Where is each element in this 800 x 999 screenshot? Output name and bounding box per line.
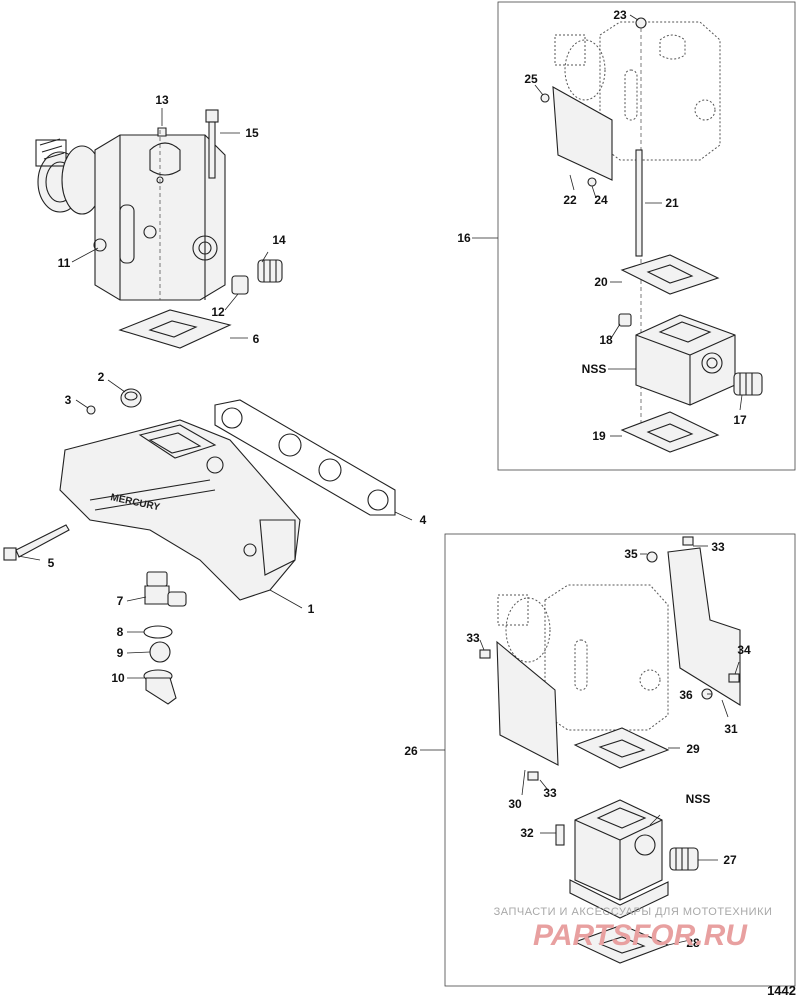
page-number: 1442 (767, 983, 796, 998)
elbow-assembly (35, 134, 226, 301)
callout-2: 2 (98, 370, 105, 384)
part-3-plug (86, 405, 96, 415)
part-30-plate (496, 640, 559, 766)
part-35-nut (646, 551, 658, 563)
callout-33-c: 33 (543, 786, 557, 800)
part-21-stud (635, 149, 643, 257)
kit-26-box (444, 533, 796, 987)
callout-21: 21 (665, 196, 679, 210)
callout-9: 9 (117, 646, 124, 660)
watermark: ЗАПЧАСТИ И АКСЕССУАРЫ ДЛЯ МОТОТЕХНИКИ PA… (494, 906, 773, 952)
callout-6: 6 (253, 332, 260, 346)
part-13-plug (157, 127, 167, 137)
leader-lines (17, 14, 743, 946)
callout-33-a: 33 (711, 540, 725, 554)
kit-16-box (497, 1, 796, 471)
callout-18: 18 (599, 333, 613, 347)
callout-32: 32 (520, 826, 534, 840)
part-27-fitting (669, 847, 699, 871)
part-7-fitting (144, 571, 187, 607)
callout-19: 19 (592, 429, 606, 443)
part-10-elbow (143, 669, 177, 705)
part-19-gasket (620, 411, 720, 453)
callout-33-b: 33 (466, 631, 480, 645)
callout-13: 13 (155, 93, 169, 107)
callout-20: 20 (594, 275, 608, 289)
callout-30: 30 (508, 797, 522, 811)
callout-31: 31 (724, 722, 738, 736)
callout-labels: 13 15 11 14 12 6 2 3 4 5 1 7 8 9 10 23 2… (48, 8, 751, 950)
part-33-screw-c (527, 771, 539, 781)
callout-10: 10 (111, 671, 125, 685)
part-9-ball (149, 641, 171, 663)
part-22-plate (552, 86, 613, 181)
part-5-bolt (3, 524, 70, 561)
part-24-screw (587, 177, 597, 187)
part-1-exhaust-manifold: MERCURY (59, 419, 301, 601)
part-32-screw (555, 824, 565, 846)
part-2-plug (120, 388, 142, 408)
callout-14: 14 (272, 233, 286, 247)
watermark-tagline: ЗАПЧАСТИ И АКСЕССУАРЫ ДЛЯ МОТОТЕХНИКИ (494, 906, 773, 918)
part-6-gasket (118, 309, 232, 349)
callout-27: 27 (723, 853, 737, 867)
part-12-fitting (231, 275, 249, 295)
callout-36: 36 (679, 688, 693, 702)
part-18-screw (618, 313, 632, 327)
callout-22: 22 (563, 193, 577, 207)
part-nss-riser-b (569, 799, 669, 919)
callout-8: 8 (117, 625, 124, 639)
callout-29: 29 (686, 742, 700, 756)
callout-25: 25 (524, 72, 538, 86)
callout-3: 3 (65, 393, 72, 407)
callout-16: 16 (457, 231, 471, 245)
callout-nss-b: NSS (686, 792, 711, 806)
callout-12: 12 (211, 305, 225, 319)
callout-26: 26 (404, 744, 418, 758)
callout-4: 4 (420, 513, 427, 527)
callout-5: 5 (48, 556, 55, 570)
part-4-gasket (214, 399, 396, 516)
callout-23: 23 (613, 8, 627, 22)
part-29-gasket (573, 727, 670, 769)
part-17-fitting (733, 372, 763, 396)
part-nss-riser-a (635, 314, 736, 406)
part-8-o-ring (143, 625, 173, 639)
callout-15: 15 (245, 126, 259, 140)
callout-7: 7 (117, 594, 124, 608)
part-33-screw-a (682, 536, 694, 546)
callout-24: 24 (594, 193, 608, 207)
part-33-screw-b (479, 649, 491, 659)
callout-nss-a: NSS (582, 362, 607, 376)
callout-11: 11 (58, 256, 71, 270)
part-31-plate (667, 547, 741, 706)
part-14-fitting (257, 259, 283, 283)
callout-17: 17 (733, 413, 747, 427)
part-20-gasket (620, 254, 720, 295)
watermark-logo: PARTSFOR.RU (533, 919, 748, 952)
callout-1: 1 (308, 602, 315, 616)
part-15-bolt (205, 109, 219, 179)
callout-28: 28 (686, 936, 700, 950)
callout-34: 34 (737, 643, 751, 657)
part-25-screw (540, 93, 550, 103)
callout-35: 35 (624, 547, 638, 561)
part-34-screw (728, 673, 740, 683)
